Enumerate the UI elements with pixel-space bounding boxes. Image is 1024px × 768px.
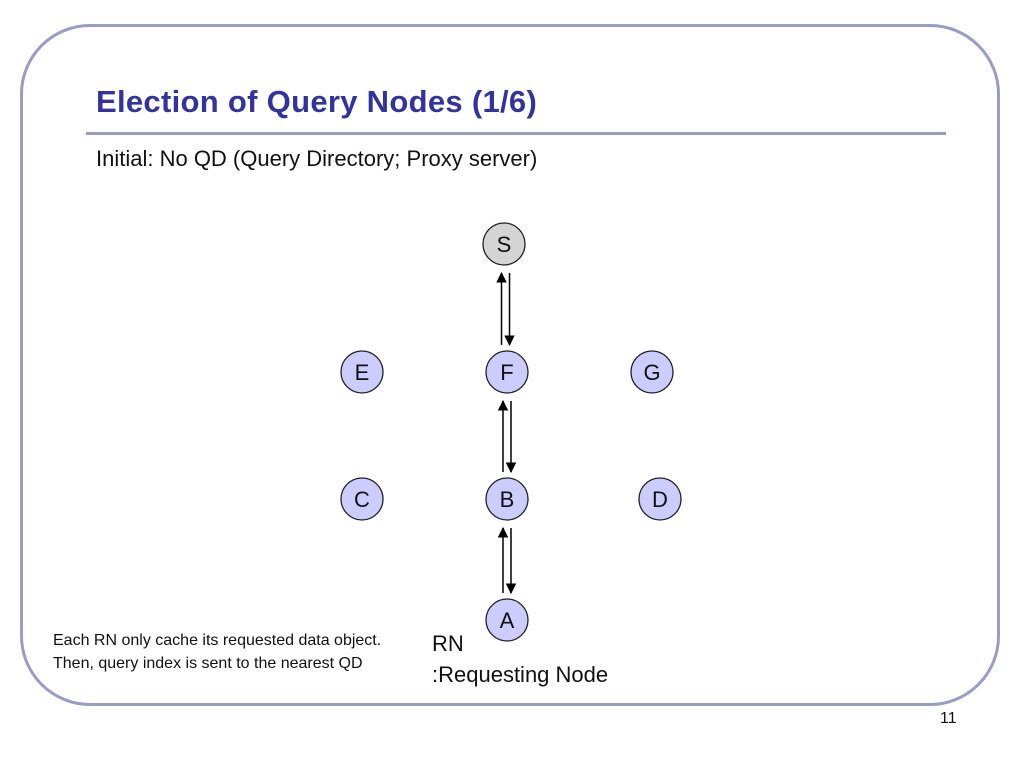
slide-subtitle: Initial: No QD (Query Directory; Proxy s… [96, 146, 538, 171]
legend: RN :Requesting Node [432, 628, 608, 690]
edge-F-S [496, 271, 515, 347]
node-circle [485, 598, 529, 642]
node-label: B [500, 487, 515, 512]
node-circle [340, 477, 384, 521]
node-e: E [340, 350, 384, 394]
nodes-layer: S E F G C B D A [340, 222, 682, 642]
node-circle [630, 350, 674, 394]
node-label: G [643, 360, 660, 385]
edges-layer [496, 271, 517, 595]
page-number: 11 [940, 710, 957, 727]
note-text: Each RN only cache its requested data ob… [53, 632, 382, 672]
edge-B-F [497, 399, 517, 474]
node-c: C [340, 477, 384, 521]
node-circle [485, 350, 529, 394]
node-circle [482, 222, 526, 266]
legend-abbreviation: RN [432, 631, 464, 656]
node-g: G [630, 350, 674, 394]
legend-definition: :Requesting Node [432, 662, 609, 687]
node-circle [340, 350, 384, 394]
node-label: D [652, 487, 668, 512]
edge-A-B [497, 526, 517, 595]
node-circle [485, 477, 529, 521]
title-divider [86, 132, 946, 135]
node-a: A [485, 598, 529, 642]
node-s: S [482, 222, 526, 266]
node-d: D [638, 477, 682, 521]
node-label: F [500, 360, 513, 385]
node-b: B [485, 477, 529, 521]
node-label: S [497, 232, 512, 257]
node-label: A [500, 608, 515, 633]
node-label: C [354, 487, 370, 512]
slide-frame [20, 24, 1000, 706]
node-f: F [485, 350, 529, 394]
node-circle [638, 477, 682, 521]
node-label: E [355, 360, 370, 385]
slide-title: Election of Query Nodes (1/6) [96, 84, 538, 119]
